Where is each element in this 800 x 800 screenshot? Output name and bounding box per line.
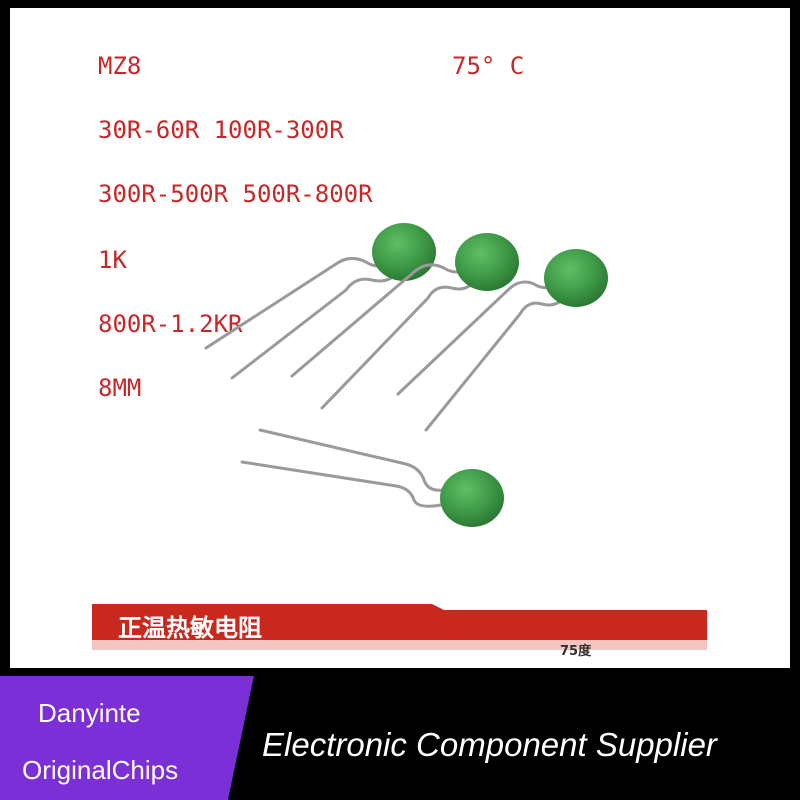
resistance-range-3: 1K — [98, 246, 127, 274]
model-label: MZ8 — [98, 52, 142, 80]
brand-strip — [0, 676, 800, 800]
product-image-panel — [10, 8, 790, 668]
banner-subtitle: 75度 — [560, 644, 592, 659]
temperature-label: 75° C — [452, 52, 525, 80]
title-banner — [92, 604, 707, 650]
resistance-range-1: 30R-60R 100R-300R — [98, 116, 344, 144]
brand-subname: OriginalChips — [22, 755, 179, 785]
brand-name: Danyinte — [38, 698, 141, 728]
brand-tagline: Electronic Component Supplier — [262, 726, 717, 763]
size-label: 8MM — [98, 374, 142, 402]
banner-title: 正温热敏电阻 — [118, 614, 262, 642]
resistance-range-4: 800R-1.2KR — [98, 310, 243, 338]
resistance-range-2: 300R-500R 500R-800R — [98, 180, 373, 208]
